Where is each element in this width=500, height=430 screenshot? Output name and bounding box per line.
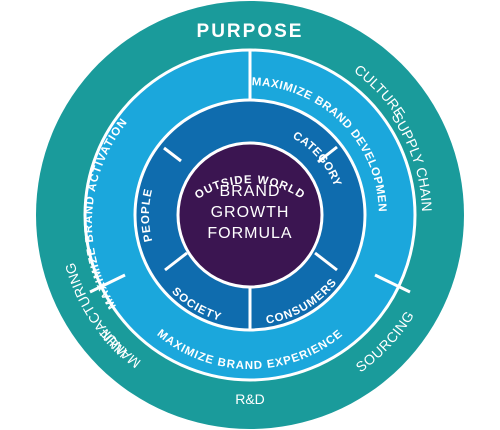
- center-line-3: FORMULA: [207, 225, 292, 242]
- center-label: BRAND GROWTH FORMULA: [207, 183, 292, 242]
- outer-label-rd: R&D: [235, 391, 265, 407]
- inner-label-people: PEOPLE: [140, 187, 155, 243]
- middle-ring-dividers: [89, 50, 411, 294]
- center-line-1: BRAND: [219, 183, 280, 200]
- center-line-2: GROWTH: [211, 204, 290, 221]
- outer-label-purpose: PURPOSE: [197, 21, 304, 42]
- inner-ring-dividers: [163, 145, 338, 329]
